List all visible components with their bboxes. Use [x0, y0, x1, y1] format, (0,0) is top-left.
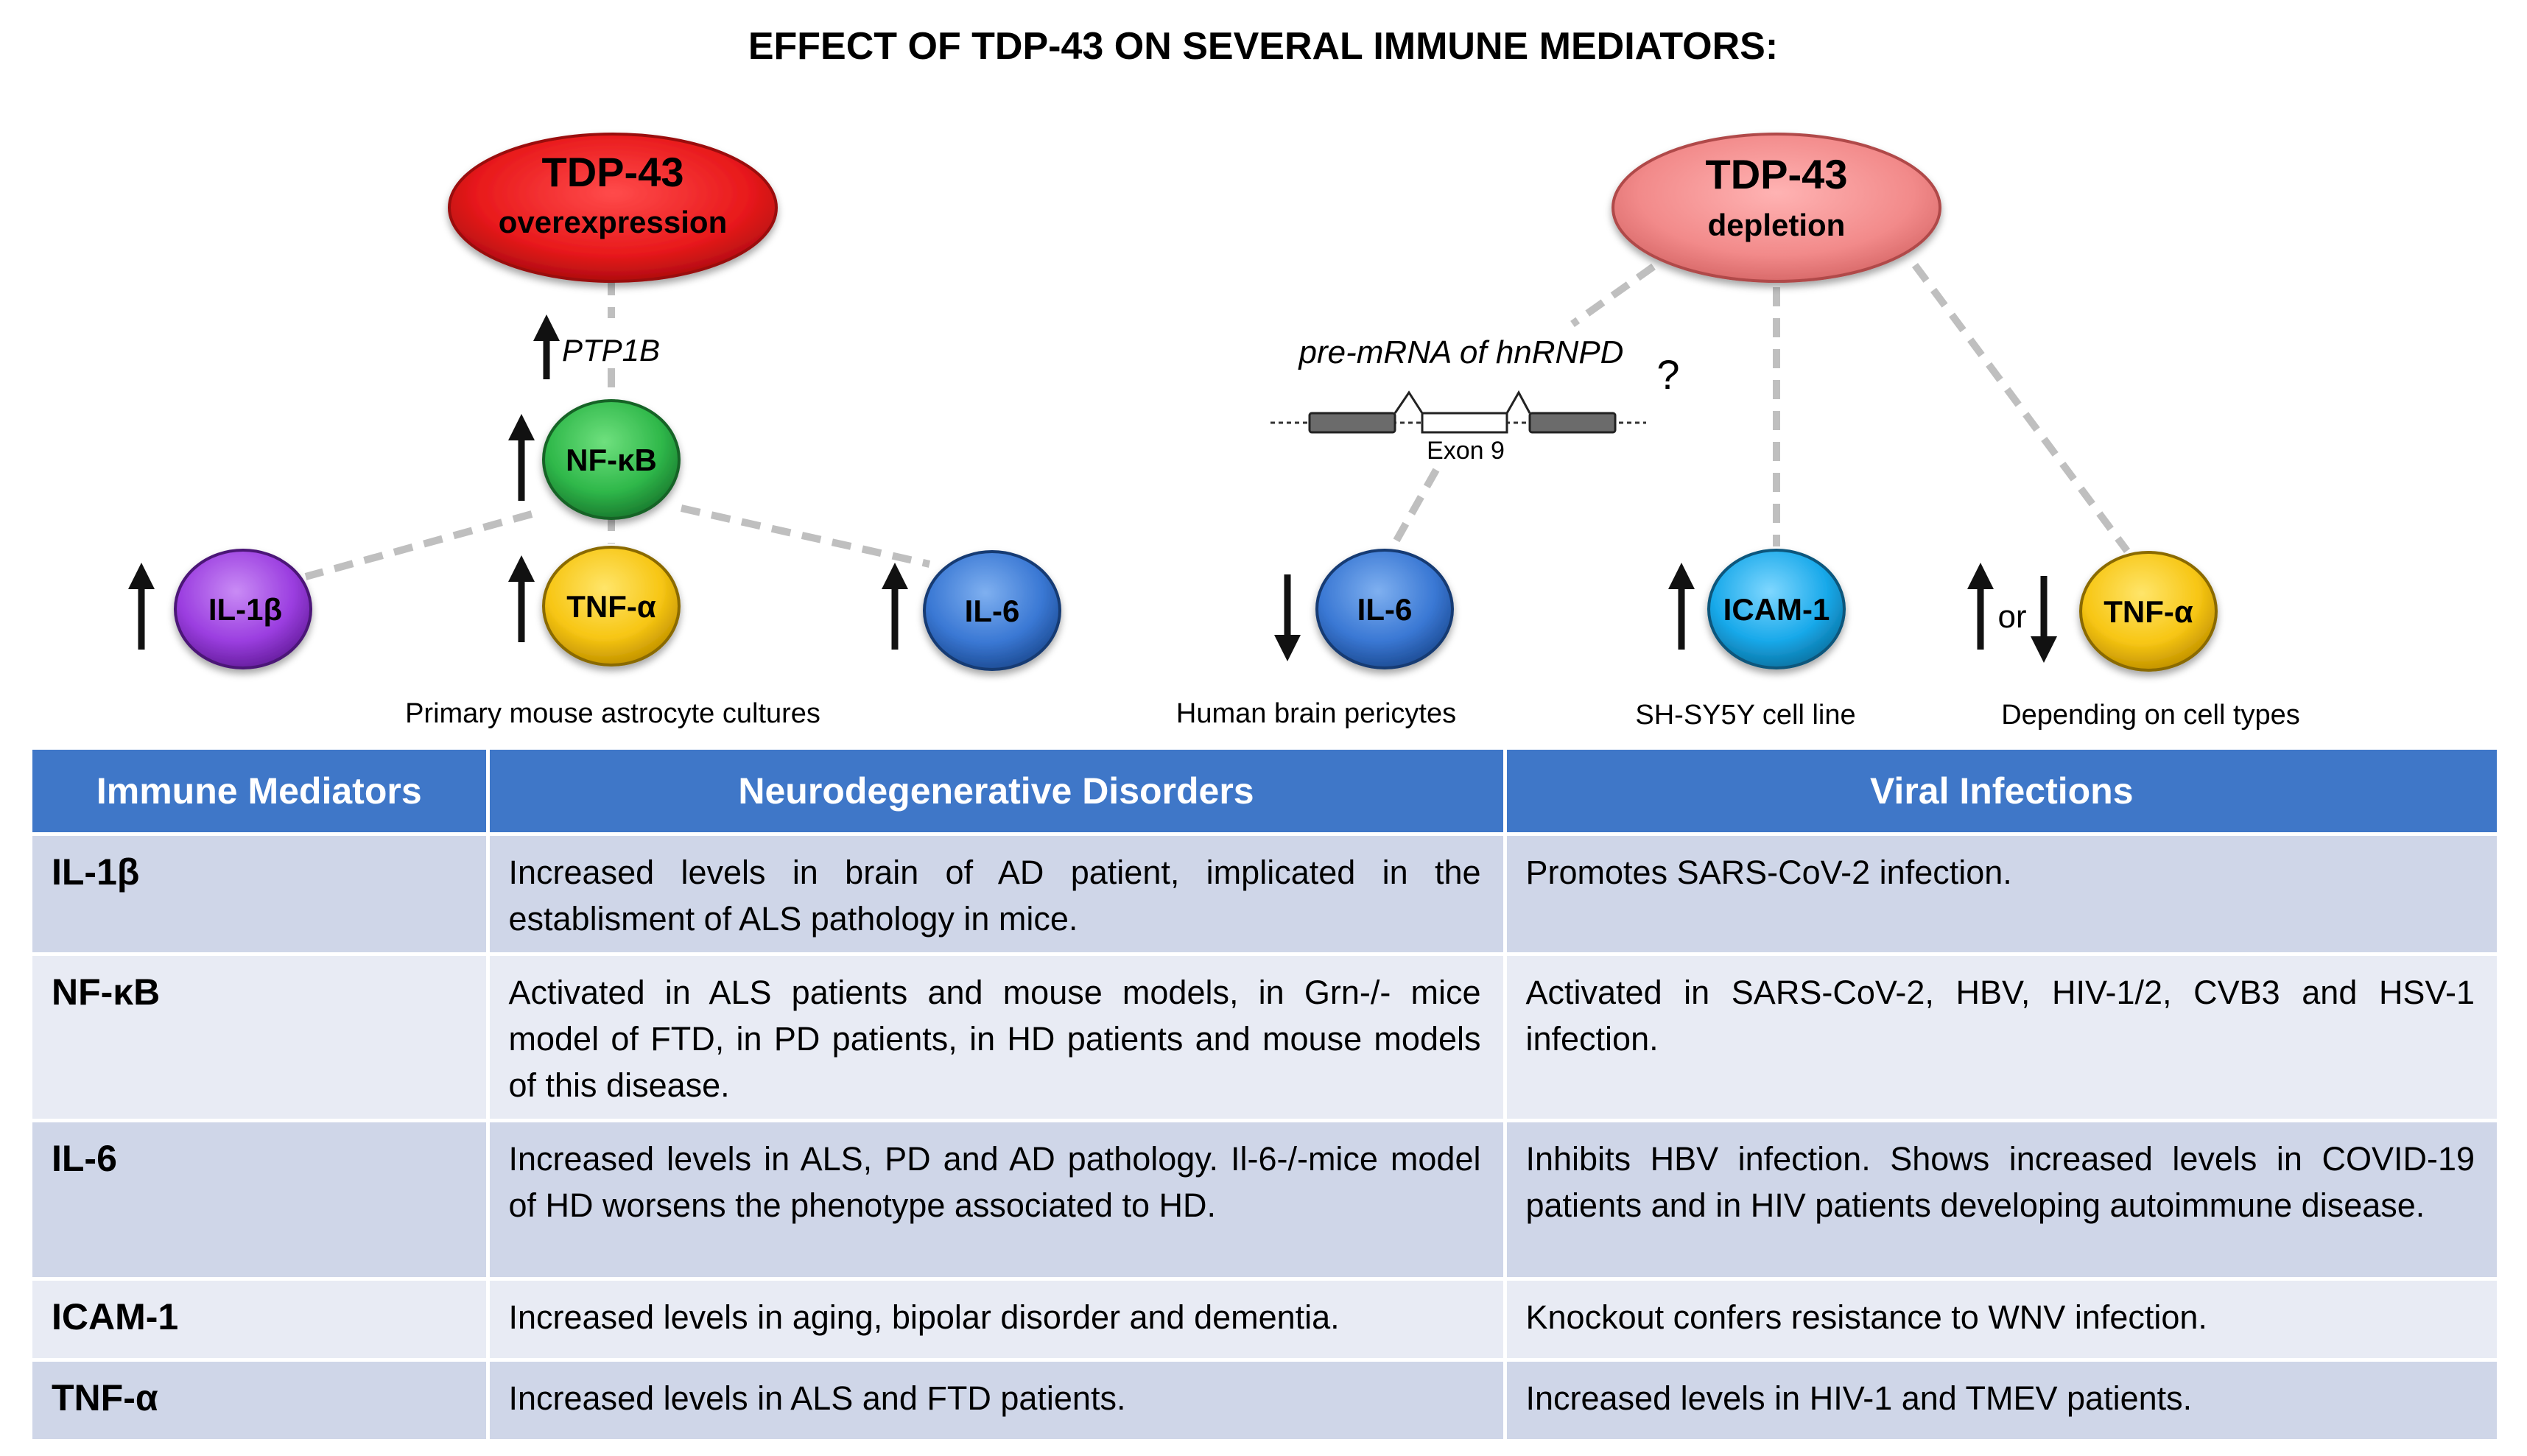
il1b-label: IL-1β [208, 592, 282, 627]
tnf-label-left: TNF-α [566, 589, 656, 624]
tnf-node-right [2079, 551, 2218, 672]
ptp1b-label: PTP1B [562, 333, 660, 367]
tdp43-diagram: EFFECT OF TDP-43 ON SEVERAL IMMUNE MEDIA… [128, 25, 2300, 731]
mediator-cell: IL-1β [32, 834, 490, 956]
mediator-cell: TNF-α [32, 1360, 490, 1443]
header-viral-infections: Viral Infections [1505, 750, 2497, 836]
nfkb-label: NF-κB [566, 443, 657, 477]
caption-cell-types: Depending on cell types [2001, 700, 2300, 731]
left-panel-caption: Primary mouse astrocyte cultures [405, 698, 820, 729]
il6-node-left [923, 550, 1061, 671]
icam1-node [1707, 549, 1846, 669]
exon-box-left [1308, 412, 1396, 434]
tnf-label-right: TNF-α [2104, 594, 2193, 629]
il6-label-left: IL-6 [965, 594, 1020, 628]
neuro-cell: Increased levels in ALS and FTD patients… [488, 1360, 1507, 1443]
mediator-cell: IL-6 [32, 1120, 490, 1281]
question-mark: ? [1656, 351, 1679, 398]
exon-box-right [1528, 412, 1617, 434]
immune-mediators-table: Immune Mediators Neurodegenerative Disor… [32, 750, 2497, 1443]
table-row: IL-6 Increased levels in ALS, PD and AD … [32, 1120, 2497, 1281]
overexpression-title: TDP-43 [542, 149, 684, 195]
tdp43-overexpression-node [448, 133, 778, 283]
header-neurodegenerative-disorders: Neurodegenerative Disorders [488, 750, 1507, 836]
table-row: IL-1β Increased levels in brain of AD pa… [32, 834, 2497, 956]
neuro-cell: Activated in ALS patients and mouse mode… [488, 954, 1507, 1122]
depletion-subtitle: depletion [1708, 208, 1846, 242]
header-immune-mediators: Immune Mediators [32, 750, 490, 836]
nfkb-node [542, 399, 681, 520]
viral-cell: Increased levels in HIV-1 and TMEV patie… [1505, 1360, 2497, 1443]
mediator-cell: ICAM-1 [32, 1279, 490, 1362]
overexpression-subtitle: overexpression [499, 205, 728, 239]
neuro-cell: Increased levels in brain of AD patient,… [488, 834, 1507, 956]
figure-title: EFFECT OF TDP-43 ON SEVERAL IMMUNE MEDIA… [748, 25, 1778, 68]
depletion-title: TDP-43 [1706, 151, 1848, 197]
neuro-cell: Increased levels in aging, bipolar disor… [488, 1279, 1507, 1362]
mediator-cell: NF-κB [32, 954, 490, 1122]
table-row: ICAM-1 Increased levels in aging, bipola… [32, 1279, 2497, 1362]
tnf-node-left [542, 546, 681, 667]
caption-shsy5y: SH-SY5Y cell line [1635, 700, 1855, 731]
viral-cell: Activated in SARS-CoV-2, HBV, HIV-1/2, C… [1505, 954, 2497, 1122]
il6-label-right: IL-6 [1357, 592, 1413, 627]
right-connectors [1387, 263, 2131, 553]
premrna-label: pre-mRNA of hnRNPD [1298, 334, 1624, 370]
viral-cell: Knockout confers resistance to WNV infec… [1505, 1279, 2497, 1362]
premrna-gene-schematic [1270, 390, 1646, 434]
il1b-node [174, 549, 312, 669]
or-label: or [1997, 599, 2026, 635]
icam1-label: ICAM-1 [1723, 592, 1830, 627]
neuro-cell: Increased levels in ALS, PD and AD patho… [488, 1120, 1507, 1281]
exon-label: Exon 9 [1427, 437, 1505, 465]
exon-9-box [1421, 412, 1508, 434]
il6-node-right [1315, 549, 1454, 669]
table-header-row: Immune Mediators Neurodegenerative Disor… [32, 750, 2497, 836]
table-row: NF-κB Activated in ALS patients and mous… [32, 954, 2497, 1122]
viral-cell: Promotes SARS-CoV-2 infection. [1505, 834, 2497, 956]
caption-pericytes: Human brain pericytes [1176, 698, 1456, 729]
viral-cell: Inhibits HBV infection. Shows increased … [1505, 1120, 2497, 1281]
tdp43-depletion-node [1612, 133, 1941, 283]
table-row: TNF-α Increased levels in ALS and FTD pa… [32, 1360, 2497, 1443]
